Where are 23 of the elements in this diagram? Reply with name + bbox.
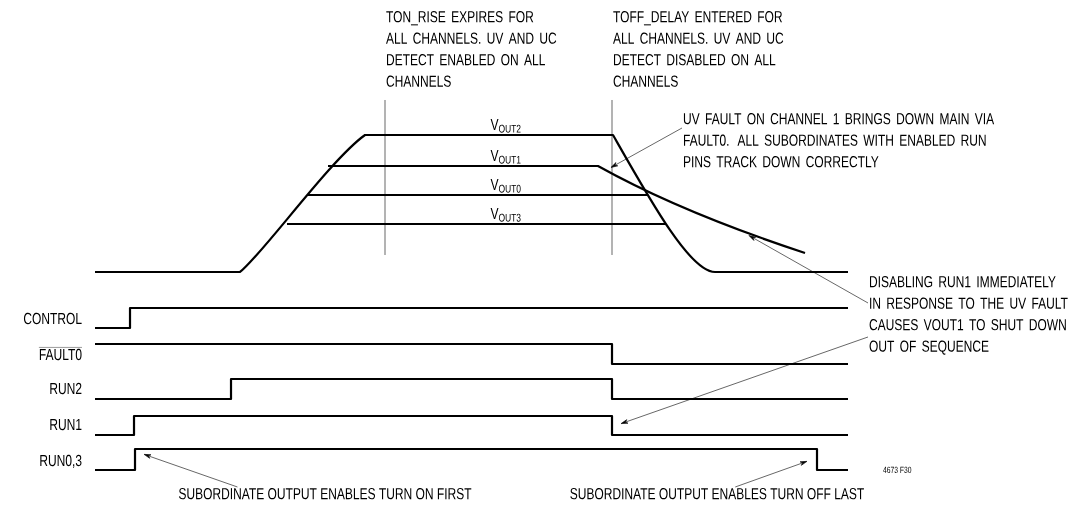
figure-number: 4673 F30 <box>883 466 912 474</box>
callout-text: SUBORDINATE OUTPUT ENABLES TURN ON FIRST <box>179 488 472 500</box>
callout-text: DISABLING RUN1 IMMEDIATELY IN RESPONSE TO THE UV FAULT CAUSES VOUT1 TO SHUT DOWN OUT OF SEQUENCE <box>869 276 1068 355</box>
run-waveform <box>95 447 848 472</box>
signal-label: V$_{OUT0}$ <box>490 179 521 193</box>
signal-label: CONTROL <box>23 312 82 325</box>
callout-text: SUBORDINATE OUTPUT ENABLES TURN OFF LAST <box>570 488 864 500</box>
leader-line <box>620 336 869 424</box>
signal-label: RUN1 <box>50 419 82 431</box>
callout-text: UV FAULT ON CHANNEL 1 BRINGS DOWN MAIN VIA FAULT0. ALL SUBORDINATES WITH ENABLED RUN PINS TRACK DOWN CORRECTLY <box>683 113 995 168</box>
signal-label: FAULT0 <box>38 347 83 361</box>
signal-label: RUN2 <box>50 382 82 395</box>
signal-label: RUN0,3 <box>40 454 82 469</box>
note-text: TOFF_DELAY ENTERED FOR ALL CHANNELS. UV AND UC DETECT DISABLED ON ALL CHANNELS <box>613 11 784 87</box>
leader-line <box>610 127 683 168</box>
leader-line <box>734 461 808 488</box>
run-waveform <box>95 414 848 437</box>
leader-line <box>143 454 238 488</box>
leader-line <box>748 235 869 304</box>
signal-label: V$_{OUT2}$ <box>490 119 521 133</box>
signal-label: V$_{OUT1}$ <box>490 150 521 164</box>
note-text: TON_RISE EXPIRES FOR ALL CHANNELS. UV AND UC DETECT ENABLED ON ALL CHANNELS <box>386 11 557 87</box>
signal-label: V$_{OUT3}$ <box>490 208 521 222</box>
